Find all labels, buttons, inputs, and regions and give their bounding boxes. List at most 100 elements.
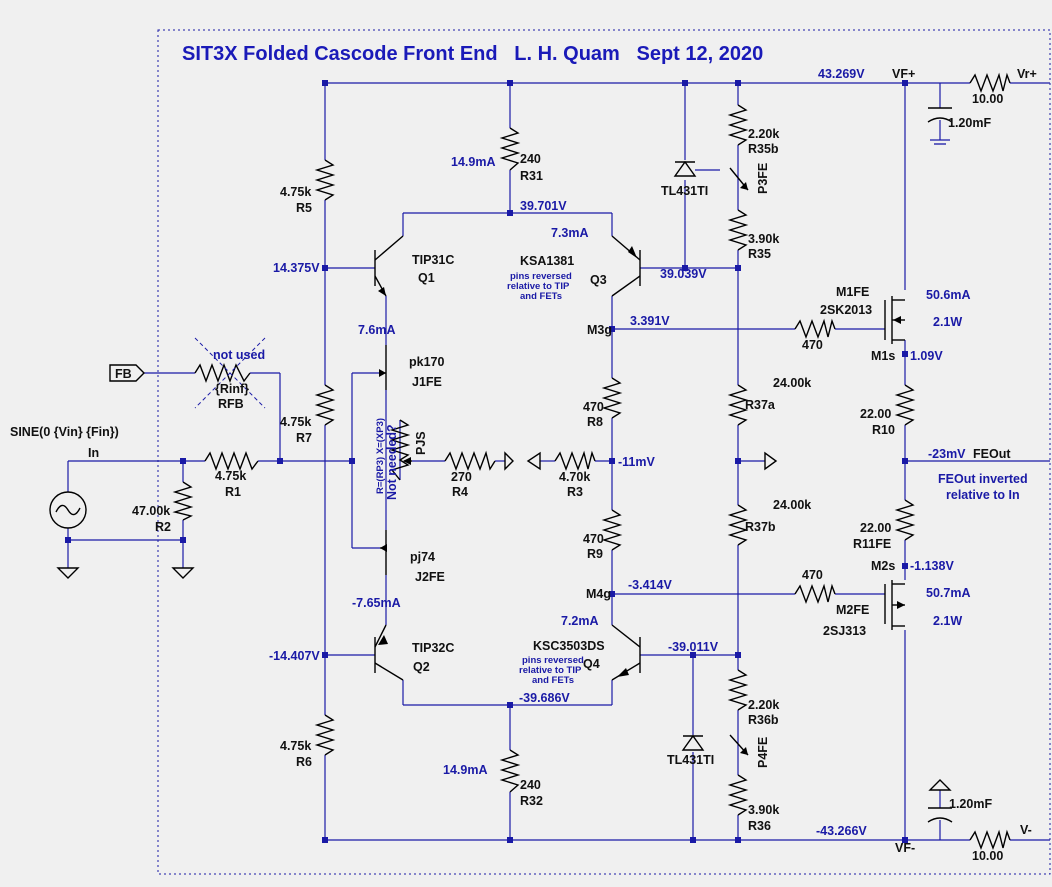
r6-name: R6 [296,755,312,769]
r36b-value: 2.20k [748,698,779,712]
tl431-bottom[interactable] [681,734,705,751]
m1-name: M1FE [836,285,869,299]
resistor-r36b-symbol [727,669,749,711]
net-flag-mid [764,451,778,471]
resistor-r2-symbol [172,481,194,521]
pot-p4fe-symbol[interactable] [729,734,749,756]
r5-value: 4.75k [280,185,311,199]
v-39011: -39.011V [668,640,719,654]
v-1-09: 1.09V [910,349,943,363]
r6-value: 4.75k [280,739,311,753]
pot-pjs-symbol[interactable] [389,419,412,481]
m2-name: M2FE [836,603,869,617]
v-39701: 39.701V [520,199,567,213]
rfb-cross-out [194,337,266,409]
r1-value: 4.75k [215,469,246,483]
m1-part: 2SK2013 [820,303,872,317]
i-r32: 14.9mA [443,763,487,777]
q3-part: KSA1381 [520,254,574,268]
net-m1s: M1s [871,349,895,363]
j2-part: pj74 [410,550,435,564]
q2-part: TIP32C [412,641,454,655]
r31-name: R31 [520,169,543,183]
net-m4g: M4g [586,587,611,601]
r37a-value: 24.00k [773,376,811,390]
i-m1: 50.6mA [926,288,970,302]
r3-name: R3 [567,485,583,499]
v-11mv: -11mV [618,455,655,469]
r32-value: 240 [520,778,541,792]
r4-value: 270 [451,470,472,484]
r8-value: 470 [583,400,604,414]
transistor-q4[interactable] [611,624,641,681]
rfb-note: not used [213,348,265,362]
labels: SINE(0 {Vin} {Fin}) In not used {Rinf} R… [10,67,1037,863]
pjs-note: Not needed? [385,424,399,500]
v-14407: -14.407V [269,649,320,663]
r7-name: R7 [296,431,312,445]
r37a-name: R37a [745,398,776,412]
v-39039: 39.039V [660,267,707,281]
resistor-rvn-symbol [969,829,1011,850]
resistor-r11fe-symbol [894,499,916,541]
transistor-q3[interactable] [611,235,641,297]
resistors[interactable] [172,72,1011,850]
i-m2: 50.7mA [926,586,970,600]
mosfet-m1[interactable] [884,296,905,344]
transistor-q2[interactable] [374,624,404,681]
j1-name: J1FE [412,375,442,389]
v-23mv: -23mV [928,447,966,461]
r5-name: R5 [296,201,312,215]
r7-value: 4.75k [280,415,311,429]
ac-source[interactable] [49,491,87,529]
r10-value: 22.00 [860,407,891,421]
net-m2s: M2s [871,559,895,573]
junction-dots [65,80,908,843]
q4-note-1: pins reversed [522,655,584,666]
p-m2: 2.1W [933,614,962,628]
resistor-rg2-symbol [794,583,836,604]
rfb-name: RFB [218,397,244,411]
r11fe-name: R11FE [853,537,891,551]
resistor-r37b-symbol [727,504,749,546]
pot-p3fe-symbol[interactable] [729,167,749,191]
fb-port[interactable] [109,364,145,382]
transistor-q1[interactable] [374,235,404,297]
i-j1: 7.6mA [358,323,396,337]
wires [67,82,1050,841]
jfet-j1[interactable] [379,345,387,390]
tl431-top[interactable] [673,160,697,177]
capacitor-bottom[interactable] [927,779,953,823]
r36-name: R36 [748,819,771,833]
schematic-frame [157,29,1051,875]
rfb-value: {Rinf} [215,382,249,396]
r37b-value: 24.00k [773,498,811,512]
mosfet-m2[interactable] [884,580,905,630]
rg2-value: 470 [802,568,823,582]
capacitor-top[interactable] [927,107,953,145]
r32-name: R32 [520,794,543,808]
r35b-name: R35b [748,142,779,156]
j2-name: J2FE [415,570,445,584]
r9-name: R9 [587,547,603,561]
r4-name: R4 [452,485,468,499]
fb-port-label: FB [115,367,132,381]
resistor-r4-symbol [444,450,496,471]
r35-value: 3.90k [748,232,779,246]
jfet-j2[interactable] [380,530,387,575]
feout-note-1: FEOut inverted [938,472,1028,486]
cap-bottom-value: 1.20mF [949,797,992,811]
i-j2: -7.65mA [352,596,401,610]
r11fe-value: 22.00 [860,521,891,535]
pjs-expr: R=(RP3) X=(XP3) [375,418,386,494]
net-m3g: M3g [587,323,612,337]
i-q3: 7.3mA [551,226,589,240]
ground-r2 [171,567,195,579]
q4-note-2: relative to TIP [519,665,582,676]
i-r31: 14.9mA [451,155,495,169]
q3-note-3: and FETs [520,291,562,302]
net-flag-r4 [504,451,514,471]
q4-note-3: and FETs [532,675,574,686]
r2-value: 47.00k [132,504,170,518]
